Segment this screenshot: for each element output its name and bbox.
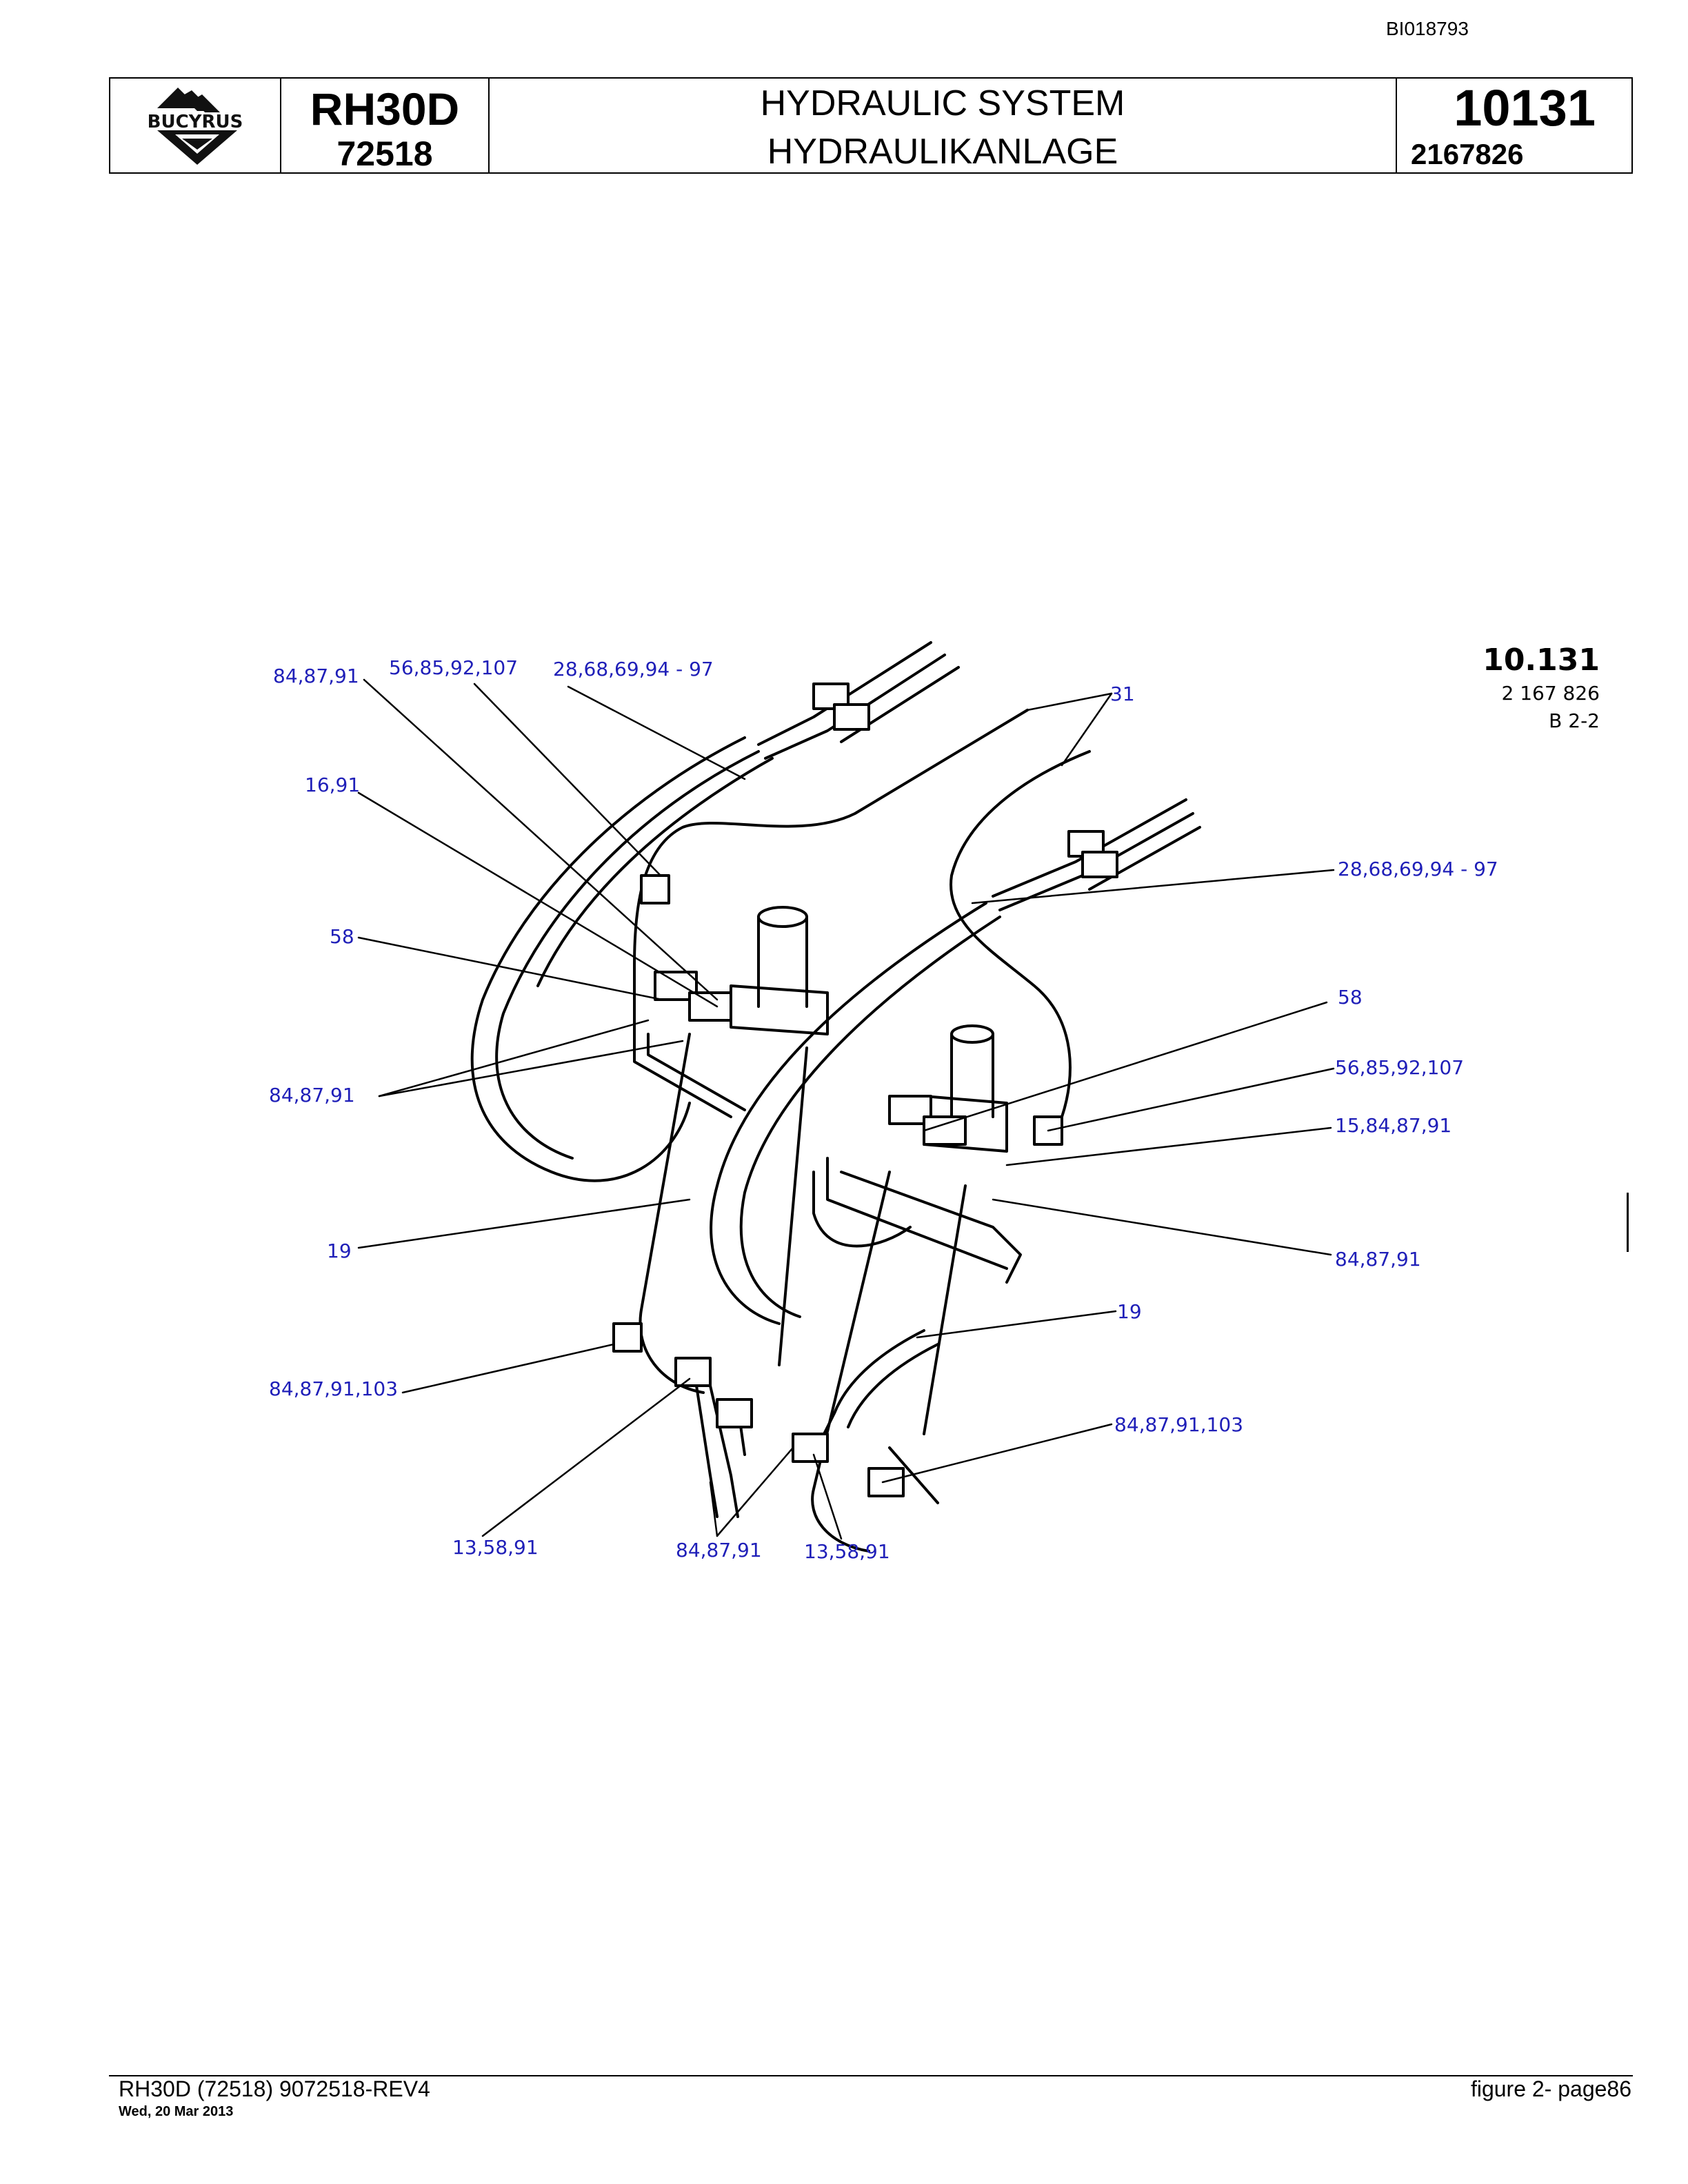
footer-page: figure 2- page86: [1470, 2076, 1631, 2101]
callout-label: 28,68,69,94 - 97: [1338, 858, 1498, 880]
callout-label: 15,84,87,91: [1335, 1114, 1452, 1137]
number-cell: 10131 2167826: [1397, 79, 1631, 172]
callout-label: 19: [327, 1240, 352, 1262]
footer-document: RH30D (72518) 9072518-REV4: [119, 2076, 430, 2101]
footer-date: Wed, 20 Mar 2013: [119, 2104, 234, 2119]
model-name: RH30D: [310, 83, 460, 134]
callout-label: 16,91: [305, 774, 361, 796]
callout-label: 19: [1117, 1300, 1142, 1323]
logo-cell: BUCYRUS: [110, 79, 281, 172]
logo-text: BUCYRUS: [148, 112, 243, 132]
fittings: [612, 682, 1118, 1497]
callout-label: 31: [1110, 682, 1135, 705]
model-cell: RH30D 72518: [281, 79, 490, 173]
pipe-loop-31: [633, 709, 1091, 1118]
bucyrus-logo: BUCYRUS: [123, 88, 268, 165]
callout-label: 13,58,91: [804, 1540, 890, 1563]
callout-label: 58: [330, 925, 354, 948]
pipe-bundle-upper-left: [470, 641, 960, 1182]
leader-lines: [357, 678, 1335, 1540]
part-number: 2167826: [1411, 138, 1524, 170]
callout-label: 84,87,91: [273, 665, 359, 687]
document-id: BI018793: [1386, 18, 1469, 39]
model-number: 72518: [336, 134, 433, 173]
callout-label: 84,87,91: [269, 1084, 355, 1106]
callout-label: 13,58,91: [452, 1536, 539, 1559]
callout-label: 28,68,69,94 - 97: [553, 658, 714, 680]
callout-label: 84,87,91,103: [1114, 1413, 1244, 1436]
cylinder-left: [639, 906, 829, 1394]
callout-label: 84,87,91: [1335, 1248, 1421, 1271]
title-german: HYDRAULIKANLAGE: [767, 132, 1118, 172]
callout-label: 84,87,91: [676, 1539, 762, 1561]
title-block: BUCYRUS RH30D 72518 HYDRAULIC SYSTEM HYD…: [109, 77, 1633, 174]
callout-label: 56,85,92,107: [389, 656, 519, 679]
section-number: 10131: [1454, 79, 1596, 136]
cross-tubes: [633, 1033, 1022, 1284]
callout-label: 56,85,92,107: [1335, 1056, 1465, 1079]
callout-label: 58: [1338, 986, 1363, 1009]
footer-rule: [109, 2075, 1633, 2076]
callout-label: 84,87,91,103: [269, 1377, 399, 1400]
title-english: HYDRAULIC SYSTEM: [760, 83, 1125, 123]
drawing-part: 2 167 826: [1501, 682, 1600, 705]
title-cell: HYDRAULIC SYSTEM HYDRAULIKANLAGE: [490, 79, 1397, 172]
drawing-section: 10.131: [1483, 643, 1600, 678]
edge-mark: [1627, 1193, 1629, 1252]
drawing-reference: 10.131 2 167 826 B 2-2: [1448, 641, 1600, 735]
drawing-sheet: B 2-2: [1549, 709, 1600, 732]
